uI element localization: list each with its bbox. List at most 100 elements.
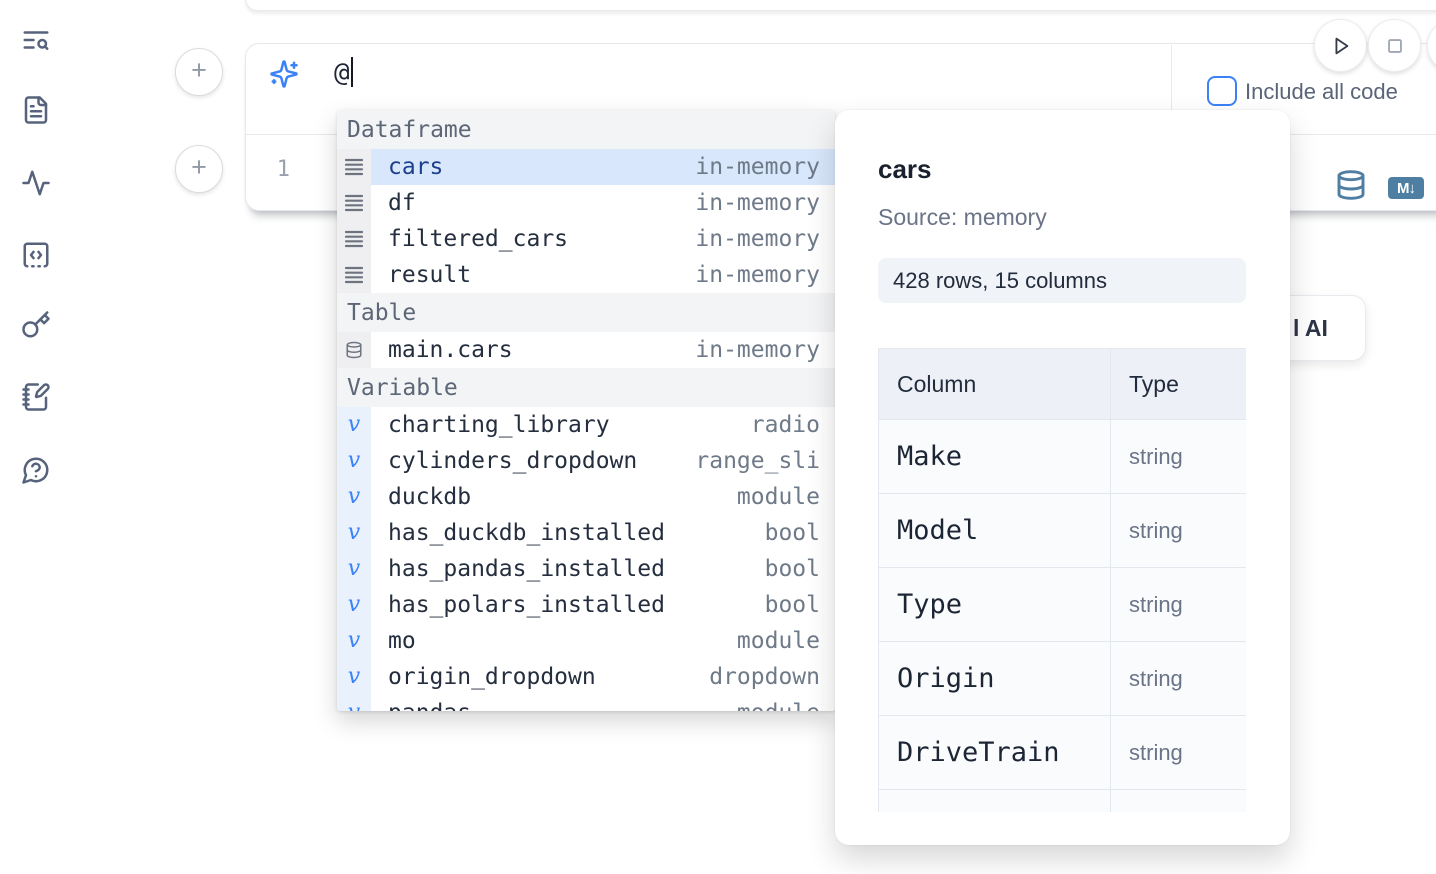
autocomplete-item-origin_dropdown[interactable]: v origin_dropdown dropdown	[337, 659, 835, 695]
sparkles-icon	[269, 59, 299, 89]
column-type-cell: string	[1110, 641, 1246, 716]
column-type-cell	[1110, 789, 1246, 812]
variable-icon: v	[337, 515, 371, 551]
item-name: has_pandas_installed	[388, 556, 665, 582]
item-type: dropdown	[709, 664, 820, 690]
datasource-icon[interactable]	[1335, 169, 1367, 201]
item-type: in-memory	[695, 226, 820, 252]
preview-col-header: Type	[1110, 348, 1246, 420]
item-name: main.cars	[388, 337, 513, 363]
variable-icon: v	[337, 551, 371, 587]
column-name-cell: DriveTrain	[878, 715, 1111, 790]
autocomplete-item-filtered_cars[interactable]: filtered_cars in-memory	[337, 221, 835, 257]
item-name: mo	[388, 628, 416, 654]
ai-prompt-input[interactable]: @	[334, 57, 353, 88]
add-cell-button[interactable]: +	[175, 145, 223, 193]
item-type: bool	[764, 592, 820, 618]
variable-icon: v	[337, 695, 371, 711]
variable-icon: v	[337, 479, 371, 515]
variable-icon: v	[337, 407, 371, 443]
help-chat-icon[interactable]	[21, 455, 51, 485]
database-icon	[337, 332, 371, 368]
preview-title: cars	[878, 154, 932, 184]
divider	[1171, 45, 1172, 133]
item-name: has_polars_installed	[388, 592, 665, 618]
add-cell-button[interactable]: +	[175, 48, 223, 96]
item-type: bool	[764, 520, 820, 546]
include-all-code-label[interactable]: Include all code	[1245, 79, 1398, 104]
file-text-icon[interactable]	[21, 95, 51, 125]
variable-icon: v	[337, 587, 371, 623]
item-name: df	[388, 190, 416, 216]
item-type: module	[736, 628, 820, 654]
preview-source: Source: memory	[878, 204, 1047, 230]
item-name: cars	[388, 154, 444, 180]
autocomplete-section-header: Dataframe	[337, 110, 835, 149]
column-type-cell: string	[1110, 567, 1246, 642]
autocomplete-item-has_duckdb_installed[interactable]: v has_duckdb_installed bool	[337, 515, 835, 551]
item-type: in-memory	[695, 190, 820, 216]
text-search-icon[interactable]	[21, 25, 51, 55]
activity-icon[interactable]	[21, 168, 51, 198]
markdown-icon[interactable]: M↓	[1388, 177, 1424, 199]
autocomplete-item-cars[interactable]: cars in-memory	[337, 149, 835, 185]
notebook-pen-icon[interactable]	[21, 382, 51, 412]
autocomplete-item-has_pandas_installed[interactable]: v has_pandas_installed bool	[337, 551, 835, 587]
autocomplete-item-charting_library[interactable]: v charting_library radio	[337, 407, 835, 443]
rows-icon	[337, 185, 371, 221]
item-name: origin_dropdown	[388, 664, 596, 690]
item-type: in-memory	[695, 154, 820, 180]
column-name-cell: Model	[878, 493, 1111, 568]
code-square-icon[interactable]	[21, 240, 51, 270]
column-type-cell: string	[1110, 715, 1246, 790]
column-type-cell: string	[1110, 493, 1246, 568]
item-type: radio	[750, 412, 820, 438]
variable-icon: v	[337, 659, 371, 695]
include-all-code-checkbox[interactable]	[1207, 76, 1237, 106]
preview-col-header: Column	[878, 348, 1111, 420]
key-icon[interactable]	[21, 310, 51, 340]
column-name-cell: Type	[878, 567, 1111, 642]
column-name-cell	[878, 789, 1111, 812]
rows-icon	[337, 221, 371, 257]
autocomplete-item-has_polars_installed[interactable]: v has_polars_installed bool	[337, 587, 835, 623]
item-type: bool	[764, 556, 820, 582]
item-name: has_duckdb_installed	[388, 520, 665, 546]
item-type: in-memory	[695, 262, 820, 288]
stop-button[interactable]	[1368, 19, 1421, 72]
item-name: charting_library	[388, 412, 610, 438]
table-row	[878, 789, 1246, 812]
autocomplete-item-df[interactable]: df in-memory	[337, 185, 835, 221]
variable-icon: v	[337, 623, 371, 659]
rows-icon	[337, 149, 371, 185]
autocomplete-section-header: Table	[337, 293, 835, 332]
item-type: module	[737, 700, 835, 711]
play-icon	[1335, 37, 1348, 54]
item-name: pandas	[388, 700, 471, 711]
line-number: 1	[276, 157, 290, 182]
item-name: cylinders_dropdown	[388, 448, 638, 474]
run-cell-button[interactable]	[1314, 19, 1367, 72]
autocomplete-item-pandas[interactable]: v pandas module	[337, 695, 835, 711]
item-name: filtered_cars	[388, 226, 569, 252]
column-name-cell: Origin	[878, 641, 1111, 716]
item-type: module	[736, 484, 820, 510]
previous-cell-edge	[245, 0, 1436, 11]
column-name-cell: Make	[878, 419, 1111, 494]
code-editor-area[interactable]: 1	[246, 134, 1436, 209]
autocomplete-section-header: Variable	[337, 368, 835, 407]
item-name: duckdb	[388, 484, 472, 510]
preview-shape-badge: 428 rows, 15 columns	[878, 258, 1246, 303]
